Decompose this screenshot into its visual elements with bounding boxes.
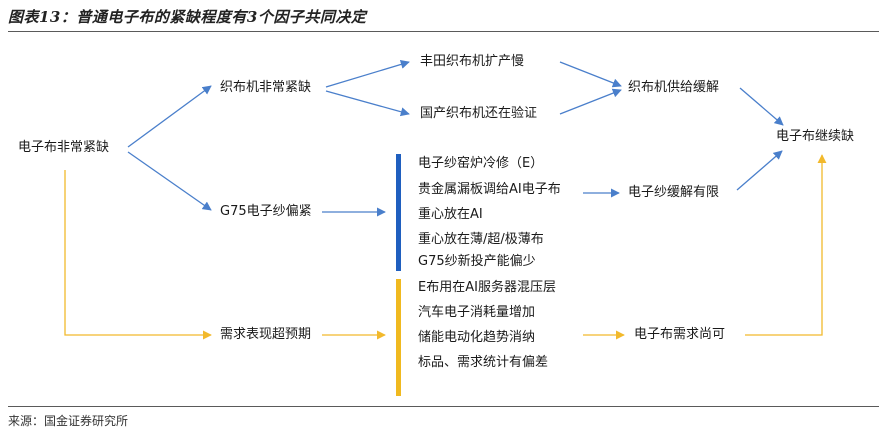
- edge-loom-to-domestic: [325, 90, 410, 117]
- yarn-factor-item: 贵金属漏板调给AI电子布: [418, 182, 561, 197]
- source-note: 来源：国金证券研究所: [8, 414, 129, 428]
- node-final: 电子布继续缺: [776, 129, 855, 144]
- node-domestic-verify: 国产织布机还在验证: [420, 106, 538, 121]
- edge-loom-to-toyota: [325, 60, 410, 88]
- edge-root-to-g75-tight: [127, 151, 212, 211]
- gold-connectors: [64, 154, 827, 340]
- demand-factor-item: 储能电动化趋势消纳: [418, 330, 536, 345]
- yarn-factors-bar: [396, 154, 401, 271]
- edge-root-to-demand: [64, 170, 212, 340]
- demand-factors-bar: [396, 279, 401, 396]
- edge-toyota-to-relief: [559, 61, 622, 88]
- yarn-factor-item: G75纱新投产能偏少: [418, 254, 536, 269]
- edge-yarn-relief-to-final: [736, 150, 783, 191]
- node-yarn-relief: 电子纱缓解有限: [628, 185, 720, 200]
- figure-title: 图表13：普通电子布的紧缺程度有3个因子共同决定: [8, 8, 367, 26]
- node-toyota-slow: 丰田织布机扩产慢: [420, 54, 525, 69]
- node-demand-exceed: 需求表现超预期: [220, 327, 312, 342]
- yarn-factor-item: 重心放在AI: [418, 207, 483, 222]
- demand-factor-item: 标品、需求统计有偏差: [418, 355, 549, 370]
- node-root: 电子布非常紧缺: [18, 140, 110, 155]
- node-demand-ok: 电子布需求尚可: [634, 327, 726, 342]
- edge-domestic-to-relief: [559, 88, 622, 115]
- yarn-factor-item: 电子纱窑炉冷修（E）: [418, 156, 544, 171]
- node-loom-relief: 织布机供给缓解: [628, 80, 720, 95]
- edge-relief-to-final: [739, 87, 784, 126]
- blue-connectors: [127, 60, 784, 217]
- yarn-factor-item: 重心放在薄/超/极薄布: [418, 232, 544, 247]
- node-loom-shortage: 织布机非常紧缺: [220, 80, 312, 95]
- demand-factor-item: 汽车电子消耗量增加: [418, 305, 536, 320]
- edge-root-to-loom-shortage: [127, 85, 212, 148]
- top-rule: [8, 31, 879, 32]
- edge-demand-ok-to-final: [745, 154, 827, 336]
- bottom-rule: [8, 406, 879, 407]
- demand-factor-item: E布用在AI服务器混压层: [418, 280, 556, 295]
- node-g75-tight: G75电子纱偏紧: [220, 204, 312, 219]
